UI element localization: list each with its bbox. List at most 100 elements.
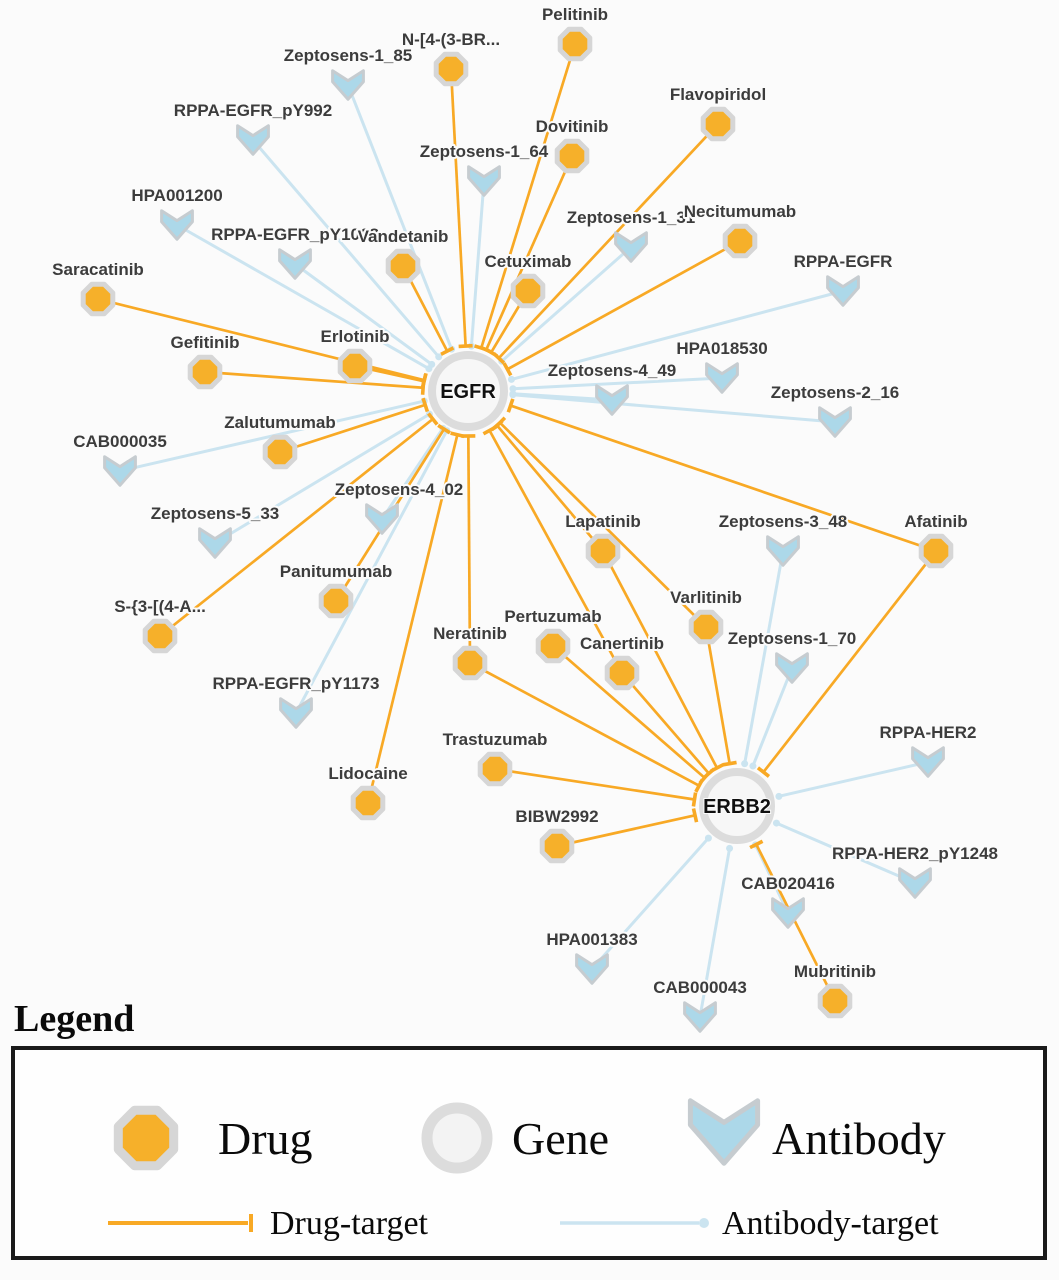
drug-octagon-icon bbox=[142, 618, 178, 654]
drug-node-cetuximab[interactable] bbox=[510, 273, 546, 309]
antibody-node-hpa001200[interactable] bbox=[160, 209, 194, 241]
antibody-target-edge bbox=[590, 837, 710, 970]
gene-legend-label: Gene bbox=[512, 1113, 609, 1164]
antibody-node-hpa018530[interactable] bbox=[705, 362, 739, 394]
drug-node-mubritinib[interactable] bbox=[817, 983, 853, 1019]
node-label: Zeptosens-4_02 bbox=[335, 480, 464, 499]
antibody-chevron-icon bbox=[683, 1001, 717, 1033]
antibody-edge-endpoint bbox=[509, 391, 517, 399]
antibody-legend-label: Antibody bbox=[772, 1113, 946, 1164]
drug-legend-icon bbox=[113, 1105, 179, 1171]
node-label: Zeptosens-3_48 bbox=[719, 512, 848, 531]
antibody-node-rppa-egfr-py1068[interactable] bbox=[278, 248, 312, 280]
antibody-node-zeptosens-1-85[interactable] bbox=[331, 69, 365, 101]
drug-node-neratinib[interactable] bbox=[452, 645, 488, 681]
antibody-chevron-icon bbox=[766, 535, 800, 567]
antibody-node-rppa-egfr[interactable] bbox=[826, 275, 860, 307]
drug-node-varlitinib[interactable] bbox=[688, 609, 724, 645]
node-label: Zeptosens-5_33 bbox=[151, 504, 280, 523]
drug-node-erlotinib[interactable] bbox=[337, 348, 373, 384]
antibody-node-cab020416[interactable] bbox=[771, 897, 805, 929]
antibody-chevron-icon bbox=[595, 384, 629, 416]
gene-node-ERBB2[interactable]: ERBB2 bbox=[699, 768, 775, 844]
node-label: Zeptosens-2_16 bbox=[771, 383, 900, 402]
drug-node-necitumumab[interactable] bbox=[722, 223, 758, 259]
drug-target-edge bbox=[601, 550, 719, 769]
drug-legend-label: Drug bbox=[218, 1113, 313, 1164]
drug-node-canertinib[interactable] bbox=[604, 655, 640, 691]
antibody-target-edge bbox=[512, 393, 836, 424]
antibody-node-zeptosens-5-33[interactable] bbox=[198, 527, 232, 559]
antibody-node-zeptosens-1-70[interactable] bbox=[775, 652, 809, 684]
node-label: Neratinib bbox=[433, 624, 507, 643]
drug-node-s3-4a[interactable] bbox=[142, 618, 178, 654]
node-label: Dovitinib bbox=[536, 117, 609, 136]
drug-node-gefitinib[interactable] bbox=[187, 354, 223, 390]
antibody-node-rppa-egfr-py992[interactable] bbox=[236, 124, 270, 156]
node-layer: EGFR ERBB2 bbox=[80, 26, 954, 1033]
drug-octagon-icon bbox=[477, 751, 513, 787]
drug-node-trastuzumab[interactable] bbox=[477, 751, 513, 787]
antibody-target-legend-dot bbox=[699, 1218, 709, 1228]
drug-node-vandetanib[interactable] bbox=[385, 248, 421, 284]
drug-target-edge bbox=[484, 155, 574, 351]
drug-target-edge bbox=[466, 435, 472, 664]
antibody-target-edge bbox=[511, 289, 844, 381]
drug-edge-tee bbox=[722, 760, 737, 767]
drug-node-pelitinib[interactable] bbox=[557, 26, 593, 62]
drug-target-edge bbox=[479, 43, 577, 349]
antibody-chevron-icon bbox=[160, 209, 194, 241]
antibody-target-edge bbox=[294, 429, 449, 714]
antibody-node-cab000043[interactable] bbox=[683, 1001, 717, 1033]
antibody-node-rppa-her2-py1248[interactable] bbox=[898, 867, 932, 899]
node-label: RPPA-EGFR_pY1068 bbox=[211, 225, 379, 244]
antibody-node-cab000035[interactable] bbox=[103, 455, 137, 487]
antibody-chevron-icon bbox=[898, 867, 932, 899]
drug-octagon-icon bbox=[604, 655, 640, 691]
drug-target-edge bbox=[366, 434, 459, 804]
drug-target-edge bbox=[704, 626, 731, 764]
node-label: Trastuzumab bbox=[443, 730, 548, 749]
drug-node-dovitinib[interactable] bbox=[554, 138, 590, 174]
node-label: HPA001383 bbox=[546, 930, 637, 949]
drug-node-bibw2992[interactable] bbox=[539, 828, 575, 864]
drug-node-saracatinib[interactable] bbox=[80, 281, 116, 317]
drug-node-lidocaine[interactable] bbox=[350, 785, 386, 821]
antibody-node-zeptosens-3-48[interactable] bbox=[766, 535, 800, 567]
antibody-chevron-icon bbox=[331, 69, 365, 101]
drug-octagon-icon bbox=[80, 281, 116, 317]
antibody-node-rppa-her2[interactable] bbox=[911, 746, 945, 778]
drug-node-afatinib[interactable] bbox=[918, 533, 954, 569]
antibody-chevron-icon bbox=[278, 248, 312, 280]
antibody-node-hpa001383[interactable] bbox=[575, 953, 609, 985]
antibody-edge-endpoint bbox=[775, 792, 783, 800]
node-label: N-[4-(3-BR... bbox=[402, 30, 500, 49]
gene-legend-icon bbox=[421, 1102, 493, 1174]
drug-target-edge bbox=[469, 661, 700, 787]
drug-node-n4-3br[interactable] bbox=[433, 51, 469, 87]
node-label: Zeptosens-1_70 bbox=[728, 629, 857, 648]
antibody-node-zeptosens-4-49[interactable] bbox=[595, 384, 629, 416]
node-label: HPA018530 bbox=[676, 339, 767, 358]
node-label: Zalutumumab bbox=[224, 413, 335, 432]
drug-node-pertuzumab[interactable] bbox=[535, 628, 571, 664]
antibody-target-edge bbox=[469, 180, 486, 347]
antibody-target-edge bbox=[500, 245, 632, 363]
node-label: RPPA-HER2_pY1248 bbox=[832, 844, 998, 863]
drug-node-panitumumab[interactable] bbox=[318, 583, 354, 619]
drug-octagon-icon bbox=[433, 51, 469, 87]
drug-node-lapatinib[interactable] bbox=[585, 533, 621, 569]
legend-title: Legend bbox=[14, 998, 134, 1040]
antibody-node-zeptosens-1-64[interactable] bbox=[467, 165, 501, 197]
antibody-node-zeptosens-4-02[interactable] bbox=[365, 503, 399, 535]
antibody-node-rppa-egfr-py1173[interactable] bbox=[279, 697, 313, 729]
drug-node-zalutumumab[interactable] bbox=[262, 434, 298, 470]
drug-octagon-icon bbox=[557, 26, 593, 62]
node-label: Afatinib bbox=[904, 512, 967, 531]
antibody-target-edge bbox=[778, 760, 929, 798]
gene-node-EGFR[interactable]: EGFR bbox=[428, 351, 508, 431]
antibody-node-zeptosens-2-16[interactable] bbox=[818, 406, 852, 438]
drug-node-flavopiridol[interactable] bbox=[700, 106, 736, 142]
antibody-node-zeptosens-1-31[interactable] bbox=[614, 231, 648, 263]
